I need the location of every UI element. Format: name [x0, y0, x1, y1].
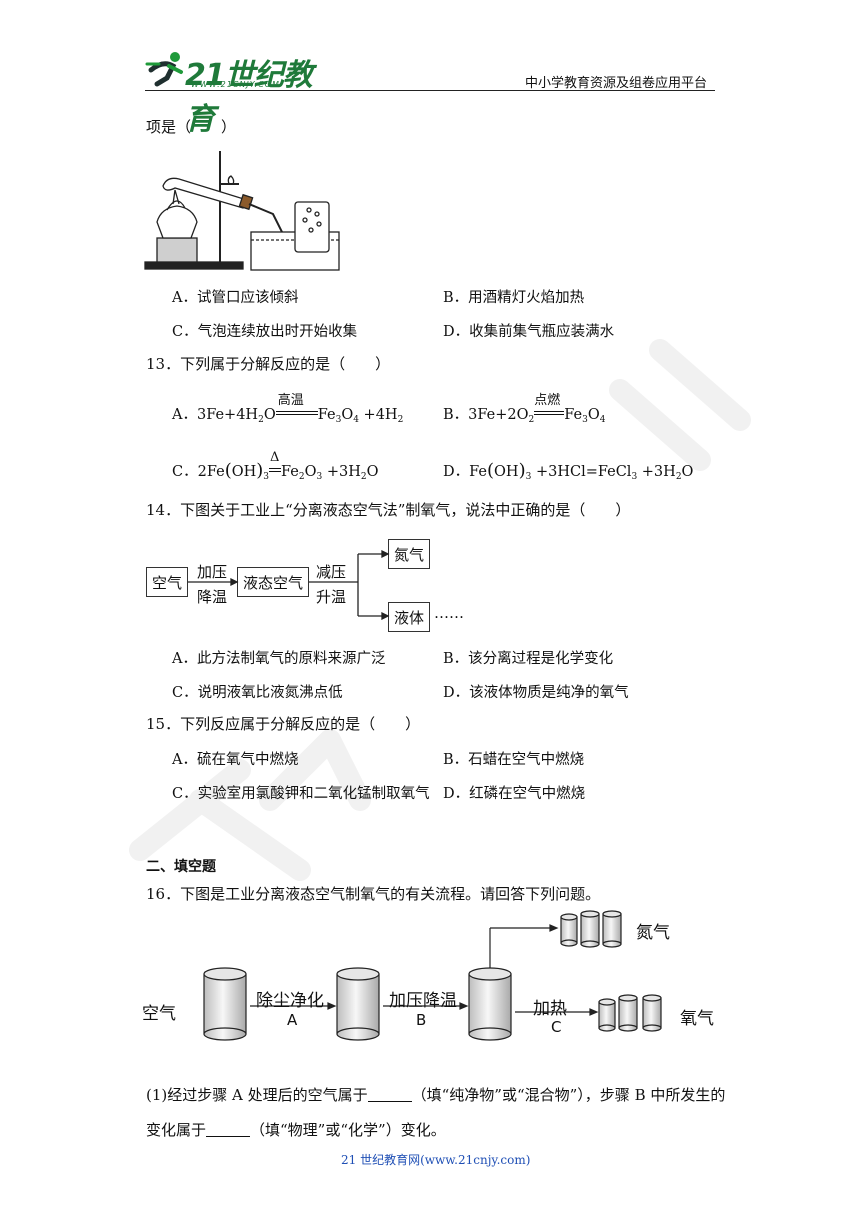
- q16-sub1-text-a: (1)经过步骤 A 处理后的空气属于: [146, 1086, 368, 1104]
- watermark: [129, 339, 751, 881]
- q13-c-condition: Δ: [270, 450, 280, 465]
- q14-flow-arrows: [188, 549, 390, 620]
- q13-b-arrow: 点燃: [534, 393, 565, 423]
- q14-ellipsis: ……: [434, 604, 464, 622]
- q16-air-label: 空气: [142, 1004, 176, 1024]
- header-platform-text: 中小学教育资源及组卷应用平台: [525, 76, 708, 91]
- q14-step2-bottom: 升温: [316, 588, 347, 606]
- q16-stem: 16．下图是工业分离液态空气制氧气的有关流程。请回答下列问题。: [146, 885, 601, 903]
- q13-d-label: D．: [443, 464, 470, 480]
- q14-box-liquid: 液体: [388, 602, 430, 632]
- header-divider: [145, 90, 715, 91]
- q14-step1-bottom: 降温: [197, 588, 228, 606]
- q14-step2-top: 减压: [316, 563, 347, 581]
- q15-stem: 15．下列反应属于分解反应的是（ ）: [146, 715, 421, 733]
- q14-option-c[interactable]: C．说明液氧比液氮沸点低: [172, 685, 343, 701]
- q14-option-a[interactable]: A．此方法制氧气的原料来源广泛: [172, 651, 386, 667]
- q16-oxygen-label: 氧气: [680, 1009, 714, 1029]
- q12-option-b[interactable]: B．用酒精灯火焰加热: [443, 290, 585, 306]
- q16-blank-1[interactable]: [367, 1087, 412, 1102]
- q13-b-label: B．: [443, 407, 469, 423]
- logo-text: 21世纪教育: [185, 58, 313, 137]
- q16-step-a-label: 除尘净化: [256, 991, 324, 1011]
- q13-a-arrow: 高温: [275, 393, 318, 423]
- q12-option-a[interactable]: A．试管口应该倾斜: [172, 290, 299, 306]
- q16-sub1-line1: (1)经过步骤 A 处理后的空气属于 （填“纯净物”或“混合物”），步骤 B 中所…: [146, 1085, 725, 1105]
- section-title: 二、填空题: [146, 859, 216, 875]
- q15-option-a[interactable]: A．硫在氧气中燃烧: [172, 752, 299, 768]
- q14-stem: 14．下图关于工业上“分离液态空气法”制氧气，说法中正确的是（ ）: [146, 501, 631, 519]
- q14-box-nitrogen: 氮气: [388, 539, 430, 569]
- q12-stem-tail: 项是（ ）: [146, 118, 237, 136]
- q16-nitrogen-label: 氮气: [636, 923, 670, 943]
- q16-blank-2[interactable]: [206, 1122, 251, 1137]
- q14-box-air: 空气: [146, 567, 188, 597]
- q16-sub1-text-b: （填“纯净物”或“混合物”），步骤 B 中所发生的: [411, 1086, 726, 1104]
- q13-stem: 13．下列属于分解反应的是（ ）: [146, 355, 391, 373]
- q13-b-condition: 点燃: [534, 393, 561, 408]
- q16-step-a-letter: A: [287, 1011, 298, 1029]
- footer-link[interactable]: 21 世纪教育网(www.21cnjy.com): [341, 1153, 531, 1167]
- q16-step-c-label: 加热: [533, 999, 567, 1019]
- q13-c-label: C．: [172, 464, 198, 480]
- q12-option-c[interactable]: C．气泡连续放出时开始收集: [172, 324, 358, 340]
- q16-sub1-line2: 变化属于 （填“物理”或“化学”）变化。: [146, 1120, 446, 1140]
- q15-option-d[interactable]: D．红磷在空气中燃烧: [443, 786, 586, 802]
- q15-option-c[interactable]: C．实验室用氯酸钾和二氧化锰制取氧气: [172, 786, 430, 802]
- runner-logo-icon: [145, 52, 183, 87]
- q15-option-b[interactable]: B．石蜡在空气中燃烧: [443, 752, 585, 768]
- q13-a-condition: 高温: [277, 393, 304, 408]
- q16-step-c-letter: C: [551, 1018, 562, 1036]
- q14-option-b[interactable]: B．该分离过程是化学变化: [443, 651, 614, 667]
- q16-process-diagram: [203, 910, 662, 1041]
- logo-url: WWW.21CNJY.COM: [191, 80, 280, 89]
- q13-a-label: A．: [172, 407, 197, 423]
- q12-apparatus-diagram: [144, 151, 340, 271]
- header-logo: 21世纪教育 WWW.21CNJY.COM: [145, 50, 315, 137]
- q12-option-d[interactable]: D．收集前集气瓶应装满水: [443, 324, 615, 340]
- q14-option-d[interactable]: D．该液体物质是纯净的氧气: [443, 685, 629, 701]
- q14-step1-top: 加压: [197, 563, 228, 581]
- q13-option-d[interactable]: D．Fe(OH)3 +3HCl=FeCl3 +3H2O: [443, 460, 694, 482]
- q16-sub1-text-c: 变化属于: [146, 1121, 207, 1139]
- q16-step-b-letter: B: [416, 1011, 427, 1029]
- q16-sub1-text-d: （填“物理”或“化学”）变化。: [250, 1121, 446, 1139]
- q13-c-arrow: Δ: [269, 450, 282, 480]
- q16-step-b-label: 加压降温: [389, 991, 457, 1011]
